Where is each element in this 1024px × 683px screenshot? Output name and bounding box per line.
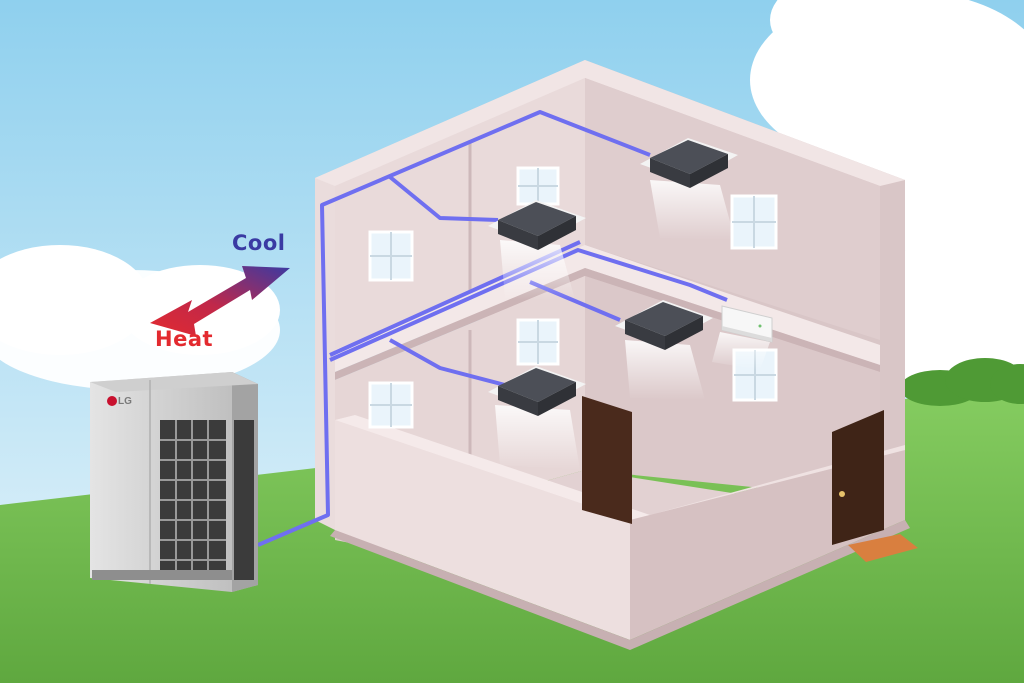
window-icon — [368, 166, 778, 429]
double-arrow-icon — [150, 266, 290, 336]
cool-label: Cool — [232, 231, 286, 255]
lg-logo-icon — [107, 396, 117, 406]
outdoor-unit-icon — [90, 372, 258, 592]
bushes — [900, 358, 1024, 406]
ceiling-cassette-icon — [488, 138, 738, 416]
outdoor-unit-brand: LG — [118, 396, 132, 407]
wall-mounted-ac-icon — [721, 305, 773, 343]
house — [315, 60, 910, 650]
air-flow — [495, 180, 770, 470]
door-icon — [582, 396, 918, 562]
heat-label: Heat — [155, 327, 214, 351]
